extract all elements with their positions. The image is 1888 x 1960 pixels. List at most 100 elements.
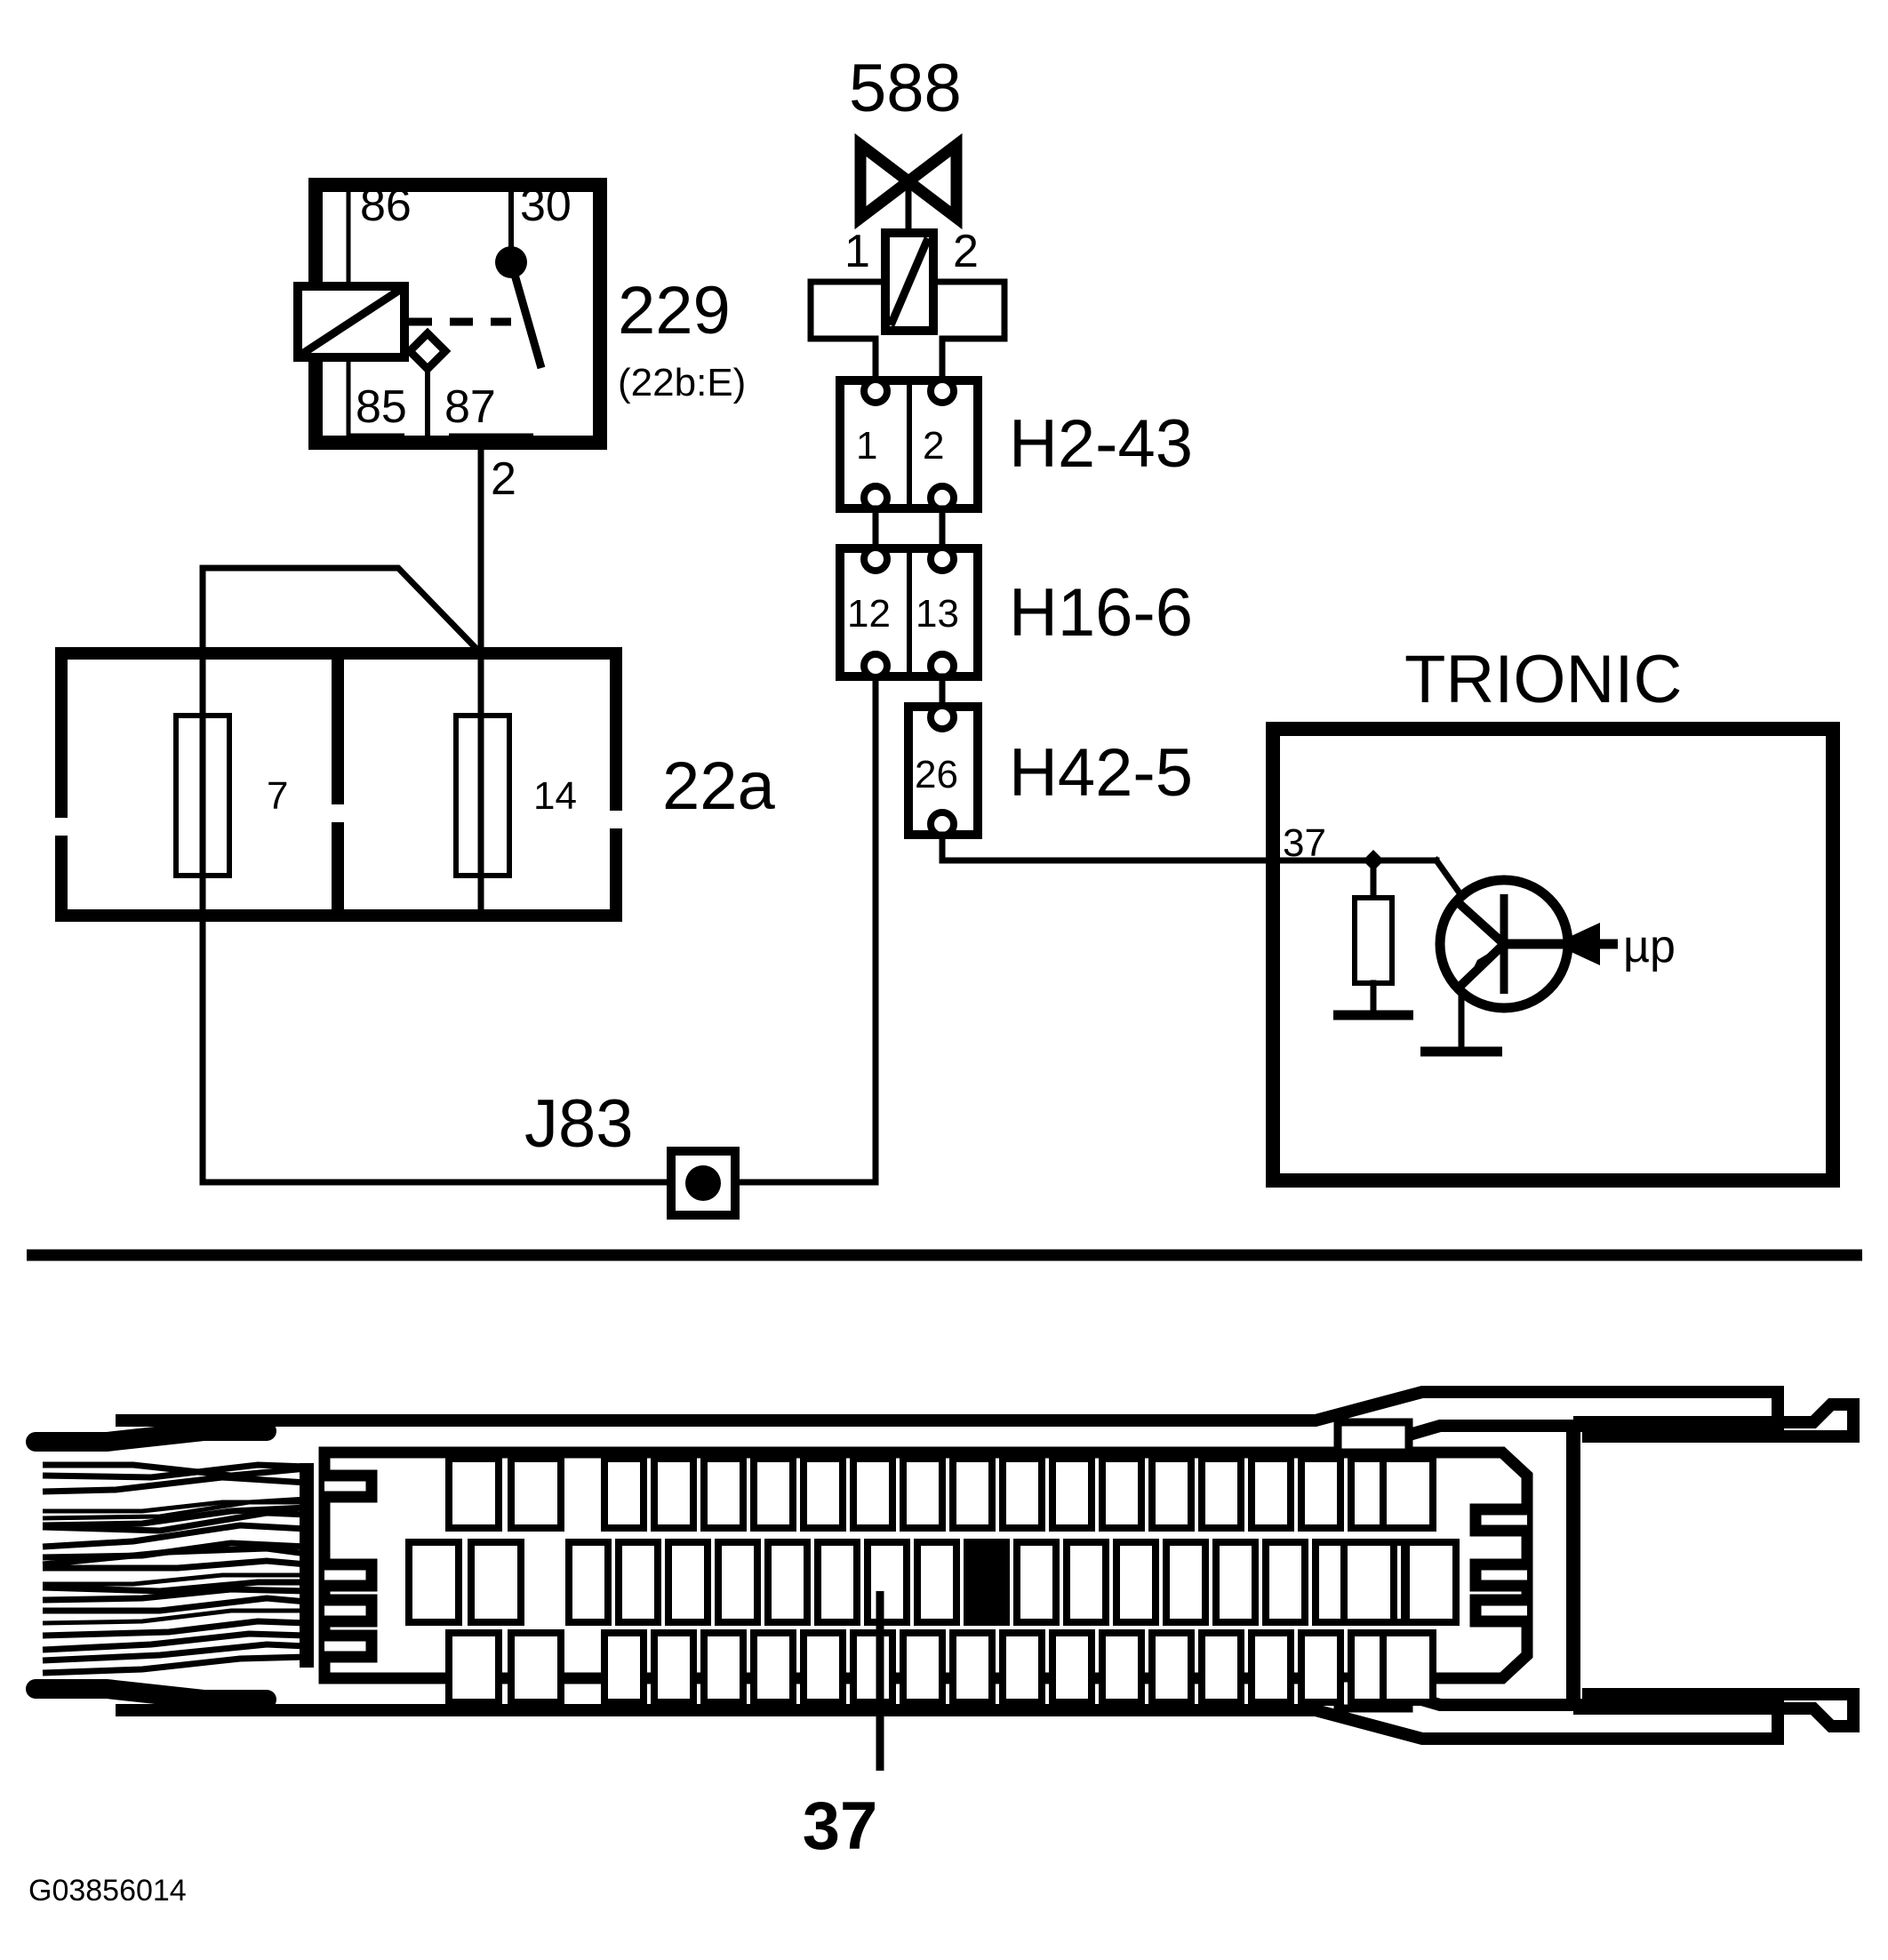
pin-cavity bbox=[1380, 1629, 1436, 1706]
ground-return-path bbox=[199, 663, 879, 1186]
connector-notch-left-3 bbox=[324, 1594, 378, 1628]
ecu-trionic: TRIONIC 37 µp bbox=[1266, 642, 1840, 1188]
connector-h16-6-pin12-bottom-eyelet bbox=[860, 651, 891, 681]
pin-cavity bbox=[1148, 1629, 1195, 1706]
bundle-strand-19 bbox=[42, 1641, 308, 1664]
relay-contact-87 bbox=[404, 327, 452, 375]
pin-cavity bbox=[1198, 1629, 1244, 1706]
bundle-strand-1 bbox=[43, 1461, 308, 1479]
housing-bottom-rail bbox=[116, 1670, 1784, 1745]
pin-cavity bbox=[651, 1455, 697, 1532]
pin-cavity-grid bbox=[405, 1455, 1460, 1706]
pin-cavity bbox=[900, 1455, 946, 1532]
connector-notch-right-3 bbox=[1469, 1594, 1527, 1628]
pin-cavity bbox=[999, 1455, 1045, 1532]
connector-h42-5: 26 H42-5 bbox=[904, 702, 1193, 839]
valve-terminal-1-label: 1 bbox=[844, 226, 870, 277]
bundle-strand-15 bbox=[43, 1595, 308, 1614]
connector-h42-5-pin26-label: 26 bbox=[915, 753, 958, 796]
bundle-strand-14 bbox=[42, 1586, 308, 1604]
connector-h16-6-pin12-top-eyelet bbox=[860, 544, 891, 574]
pin-cavity-highlighted bbox=[964, 1539, 1010, 1626]
pin-cavity bbox=[1248, 1455, 1294, 1532]
wire-j83-to-h16-pin12 bbox=[697, 663, 879, 1186]
fusebox-feed-bracket bbox=[199, 564, 485, 658]
pin-cavity bbox=[1049, 1629, 1095, 1706]
pin-cavity bbox=[601, 1455, 647, 1532]
connector-h16-6-pin13-top-eyelet bbox=[927, 544, 957, 574]
relay-terminal-86-label: 86 bbox=[360, 180, 412, 231]
ecu-transistor-collector bbox=[1454, 899, 1508, 948]
wire-fuse7-to-relay-feed bbox=[199, 564, 485, 658]
bundle-strand-18 bbox=[42, 1630, 308, 1653]
relay-contact-arm bbox=[507, 260, 546, 370]
bundle-strand-10 bbox=[42, 1545, 308, 1568]
bundle-strand-12 bbox=[43, 1572, 307, 1587]
bundle-strand-5 bbox=[42, 1496, 308, 1521]
relay-id-label: 229 bbox=[618, 273, 731, 348]
pin-cavity bbox=[1148, 1455, 1195, 1532]
connector-h16-6-pin12-label: 12 bbox=[847, 592, 891, 636]
pin-cavity bbox=[1099, 1629, 1145, 1706]
wire-fuse7-to-j83 bbox=[199, 912, 704, 1186]
bundle-strand-16 bbox=[42, 1608, 307, 1626]
bundle-outer-top bbox=[26, 1421, 276, 1452]
wire-number-2-label: 2 bbox=[491, 453, 516, 505]
pin-cavity bbox=[615, 1539, 661, 1626]
pin-cavity bbox=[1013, 1539, 1060, 1626]
pin-cavity bbox=[1380, 1455, 1436, 1532]
pin-cavity bbox=[800, 1629, 846, 1706]
bundle-strand-20 bbox=[42, 1653, 308, 1676]
pin-cavity bbox=[405, 1539, 462, 1626]
pin-cavity bbox=[700, 1455, 747, 1532]
connector-h42-5-name-label: H42-5 bbox=[1009, 735, 1193, 811]
pin-cavity bbox=[1248, 1629, 1294, 1706]
fusebox-22a: 7 14 22a bbox=[55, 647, 776, 981]
relay-terminal-30-label: 30 bbox=[520, 180, 572, 231]
connector-h42-5-pin26-top-eyelet bbox=[927, 702, 957, 732]
relay-terminal-85-label: 85 bbox=[356, 381, 407, 433]
bundle-strand-17 bbox=[42, 1618, 308, 1639]
wire-valve1-to-h2-43-pin1 bbox=[807, 278, 879, 384]
pin-cavity bbox=[1163, 1539, 1209, 1626]
pin-cavity bbox=[949, 1455, 996, 1532]
connector-notch-left-2 bbox=[324, 1558, 378, 1592]
pin-cavity bbox=[508, 1455, 564, 1532]
ecu-pullup-resistor bbox=[1352, 895, 1395, 986]
connector-h16-6-pin13-label: 13 bbox=[916, 592, 959, 636]
pin-cavity bbox=[468, 1539, 524, 1626]
fuse-14-label: 14 bbox=[533, 774, 577, 818]
pin-cavity bbox=[1298, 1455, 1344, 1532]
pin-cavity bbox=[601, 1629, 647, 1706]
connector-illustration: 37 bbox=[26, 1386, 1860, 1864]
bundle-strand-7 bbox=[42, 1509, 308, 1534]
valve-coil-slash bbox=[886, 236, 932, 327]
pin-cavity bbox=[914, 1539, 960, 1626]
pin-cavity bbox=[1262, 1539, 1308, 1626]
pin-cavity bbox=[999, 1629, 1045, 1706]
connector-notch-right-1 bbox=[1469, 1503, 1527, 1537]
connector-notch-left-4 bbox=[324, 1629, 378, 1663]
connector-notch-left-1 bbox=[324, 1469, 378, 1503]
ecu-trionic-title: TRIONIC bbox=[1404, 642, 1682, 717]
pin-cavity bbox=[1113, 1539, 1159, 1626]
pin-cavity bbox=[1212, 1539, 1259, 1626]
ecu-base-drive-arrow bbox=[1554, 923, 1600, 965]
pin-cavity bbox=[1099, 1455, 1145, 1532]
connector-tab-top bbox=[1333, 1418, 1413, 1457]
valve-terminal-2-label: 2 bbox=[953, 226, 979, 277]
connector-h2-43: 1 2 H2-43 bbox=[836, 376, 1193, 513]
connector-h16-6-name-label: H16-6 bbox=[1009, 575, 1193, 651]
pin-cavity bbox=[508, 1629, 564, 1706]
pin-cavity bbox=[1403, 1539, 1460, 1626]
ecu-microprocessor-label: µp bbox=[1623, 921, 1676, 972]
pin-cavity bbox=[864, 1539, 910, 1626]
connector-h2-43-pin1-label: 1 bbox=[856, 424, 877, 468]
pin-37-callout-label: 37 bbox=[803, 1788, 878, 1864]
splice-j83: J83 bbox=[524, 1086, 740, 1220]
pin-cavity bbox=[800, 1455, 846, 1532]
pin-cavity bbox=[850, 1629, 896, 1706]
bundle-strand-3 bbox=[42, 1474, 308, 1495]
housing-top-rail bbox=[116, 1386, 1784, 1460]
